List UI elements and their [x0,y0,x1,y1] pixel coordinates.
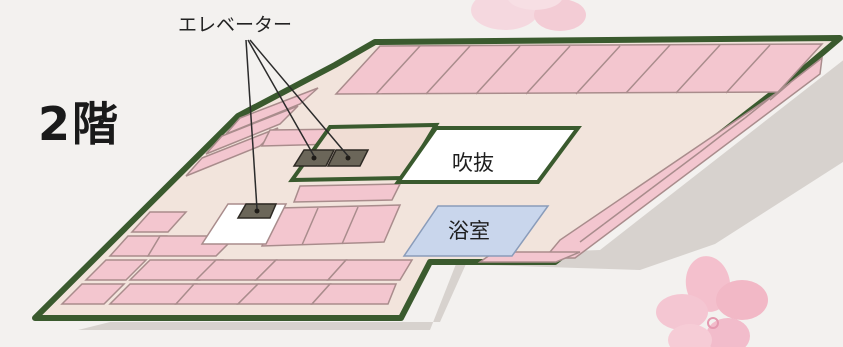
elevator-label: エレベーター [178,14,293,36]
cherry-blossom-top-icon [471,0,586,31]
bath-area [402,205,550,257]
room-column-right [543,56,823,259]
bath-label: 浴室 [448,219,490,243]
room-dividers-right [579,82,791,243]
room-dividers-top [375,44,771,95]
floor-label: 2階 [38,97,121,151]
floor-shadow [78,60,843,330]
atrium-label: 吹抜 [452,151,494,175]
elevator-leader-lines [245,39,349,210]
room-row-top [334,43,824,95]
room-dividers-middle [301,206,359,246]
cherry-blossom-bottom-icon [656,256,768,347]
atrium-area [394,126,582,184]
elevator-dot-icon [254,155,351,214]
